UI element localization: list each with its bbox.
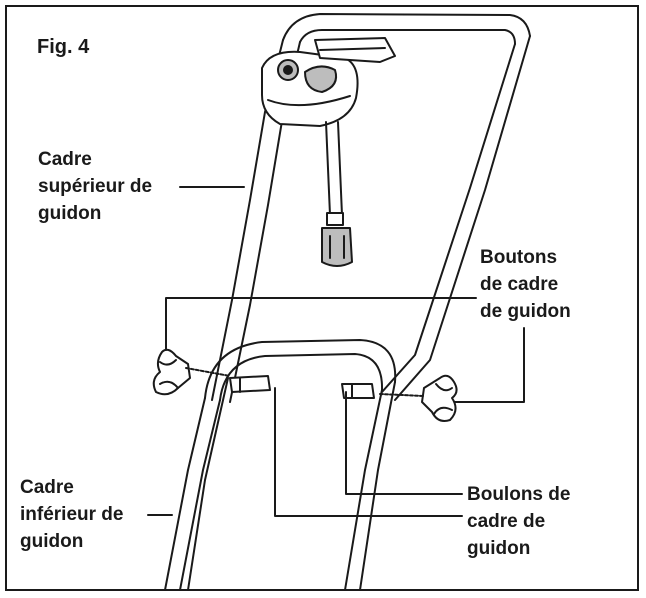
- bolt-right-leader: [345, 391, 463, 495]
- label-frame-bolts: Boulons de cadre de guidon: [467, 484, 571, 559]
- left-frame-knob: [152, 348, 231, 396]
- label-upper-frame: Cadre supérieur de guidon: [38, 149, 153, 224]
- control-box: [261, 37, 396, 127]
- label-lower-frame: Cadre inférieur de guidon: [20, 477, 124, 552]
- label-frame-knobs: Boutons de cadre de guidon: [480, 247, 571, 322]
- upper-handle-frame: [211, 13, 531, 403]
- left-knob-leader: [165, 297, 477, 351]
- right-knob-leader: [454, 327, 525, 403]
- power-cable-plug: [321, 121, 353, 267]
- figure-number: Fig. 4: [37, 36, 90, 58]
- frame-bolts: [229, 375, 375, 399]
- right-frame-knob: [379, 374, 458, 422]
- lower-handle-frame: [164, 339, 397, 591]
- leader-lines: [147, 186, 525, 517]
- bolt-left-leader: [274, 387, 463, 517]
